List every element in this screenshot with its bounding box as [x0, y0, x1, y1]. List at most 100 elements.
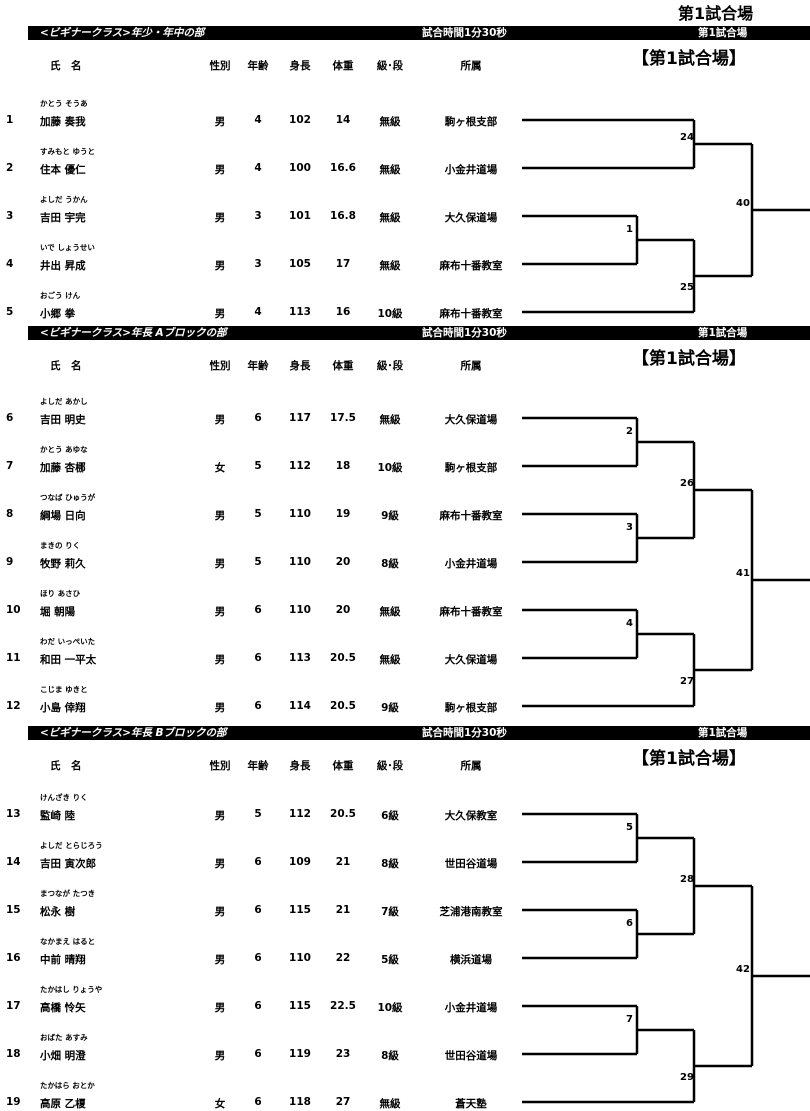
player-weight: 16.8 — [330, 210, 356, 222]
player-sex: 男 — [214, 954, 226, 966]
match-number: 6 — [626, 918, 633, 929]
header-age: 年齢 — [247, 760, 269, 772]
entry-number: 9 — [6, 556, 14, 568]
player-name: 住本 優仁 — [40, 164, 86, 176]
furigana: ほり あさひ — [40, 589, 81, 598]
entry-number: 3 — [6, 210, 14, 222]
player-age: 6 — [254, 652, 262, 664]
player-sex: 男 — [214, 702, 226, 714]
section-header-bar: <ビギナークラス>年長 Aブロックの部試合時間1分30秒第1試合場 — [28, 326, 810, 340]
header-weight: 体重 — [332, 60, 354, 72]
ring-label-big: 【第1試合場】 — [632, 749, 746, 769]
player-sex: 男 — [214, 1050, 226, 1062]
furigana: よしだ あかし — [40, 397, 88, 406]
player-rank: 無級 — [379, 164, 401, 176]
ring-label-big: 【第1試合場】 — [632, 349, 746, 369]
player-weight: 14 — [335, 114, 351, 126]
player-name: 吉田 宇完 — [40, 212, 86, 224]
class-label: <ビギナークラス>年少・年中の部 — [40, 27, 205, 39]
entry-number: 5 — [6, 306, 14, 318]
furigana: よしだ とらじろう — [40, 841, 103, 850]
header-affiliation: 所属 — [460, 760, 482, 772]
furigana: こじま ゆきと — [40, 685, 88, 694]
player-age: 5 — [254, 556, 262, 568]
player-sex: 男 — [214, 260, 226, 272]
match-number: 28 — [680, 874, 694, 885]
header-height: 身長 — [289, 760, 311, 772]
player-sex: 男 — [214, 810, 226, 822]
match-time: 試合時間1分30秒 — [422, 27, 507, 39]
section-header-bar: <ビギナークラス>年長 Bブロックの部試合時間1分30秒第1試合場 — [28, 726, 810, 740]
player-height: 110 — [289, 604, 311, 616]
furigana: まきの りく — [40, 541, 81, 550]
match-number: 2 — [626, 426, 633, 437]
player-name: 小島 倖翔 — [40, 702, 86, 714]
entry-number: 18 — [6, 1048, 21, 1060]
player-name: 高橋 怜矢 — [40, 1002, 86, 1014]
player-height: 101 — [289, 210, 311, 222]
player-affiliation: 大久保道場 — [444, 654, 498, 666]
furigana: よしだ うかん — [40, 195, 88, 204]
match-number: 41 — [736, 568, 750, 579]
player-rank: 8級 — [381, 858, 399, 870]
player-sex: 男 — [214, 558, 226, 570]
header-rank: 級･段 — [376, 360, 404, 372]
player-rank: 無級 — [379, 606, 401, 618]
header-sex: 性別 — [209, 60, 231, 72]
furigana: まつなが たつき — [40, 889, 96, 898]
player-weight: 16.6 — [330, 162, 356, 174]
match-time: 試合時間1分30秒 — [422, 727, 507, 739]
player-rank: 7級 — [381, 906, 399, 918]
player-rank: 無級 — [379, 654, 401, 666]
player-rank: 10級 — [377, 1002, 403, 1014]
entry-number: 1 — [6, 114, 14, 126]
player-age: 6 — [254, 904, 262, 916]
player-age: 5 — [254, 508, 262, 520]
header-weight: 体重 — [332, 760, 354, 772]
player-affiliation: 麻布十番教室 — [439, 606, 503, 618]
player-affiliation: 大久保道場 — [444, 212, 498, 224]
header-age: 年齢 — [247, 360, 269, 372]
player-weight: 20.5 — [330, 700, 356, 712]
player-age: 3 — [254, 210, 262, 222]
player-rank: 10級 — [377, 462, 403, 474]
player-name: 井出 昇成 — [40, 260, 86, 272]
player-affiliation: 麻布十番教室 — [439, 308, 503, 320]
entry-number: 8 — [6, 508, 14, 520]
player-sex: 女 — [214, 1098, 226, 1110]
header-rank: 級･段 — [376, 760, 404, 772]
player-height: 119 — [289, 1048, 311, 1060]
entry-number: 11 — [6, 652, 21, 664]
player-name: 中前 晴翔 — [40, 954, 86, 966]
header-name: 氏 名 — [50, 760, 82, 772]
entry-number: 2 — [6, 162, 14, 174]
player-affiliation: 麻布十番教室 — [439, 510, 503, 522]
player-age: 5 — [254, 808, 262, 820]
player-weight: 18 — [335, 460, 351, 472]
furigana: かとう そうあ — [40, 99, 88, 108]
furigana: すみもと ゆうと — [40, 147, 95, 156]
ring-label-small: 第1試合場 — [698, 27, 748, 39]
entry-number: 15 — [6, 904, 21, 916]
player-name: 小郷 拳 — [40, 308, 76, 320]
furigana: たかはし りょうや — [40, 985, 103, 994]
player-rank: 6級 — [381, 810, 399, 822]
player-sex: 男 — [214, 212, 226, 224]
match-number: 27 — [680, 676, 694, 687]
player-rank: 10級 — [377, 308, 403, 320]
player-sex: 男 — [214, 164, 226, 176]
player-name: 綱場 日向 — [40, 510, 86, 522]
player-weight: 16 — [335, 306, 351, 318]
player-affiliation: 大久保教室 — [444, 810, 498, 822]
player-affiliation: 駒ヶ根支部 — [444, 116, 498, 128]
player-sex: 男 — [214, 510, 226, 522]
entry-number: 16 — [6, 952, 21, 964]
player-height: 113 — [289, 306, 311, 318]
player-age: 3 — [254, 258, 262, 270]
player-age: 5 — [254, 460, 262, 472]
player-height: 115 — [289, 904, 311, 916]
furigana: たかはら おとか — [40, 1081, 95, 1090]
player-sex: 男 — [214, 414, 226, 426]
player-height: 109 — [289, 856, 311, 868]
player-age: 4 — [254, 162, 262, 174]
